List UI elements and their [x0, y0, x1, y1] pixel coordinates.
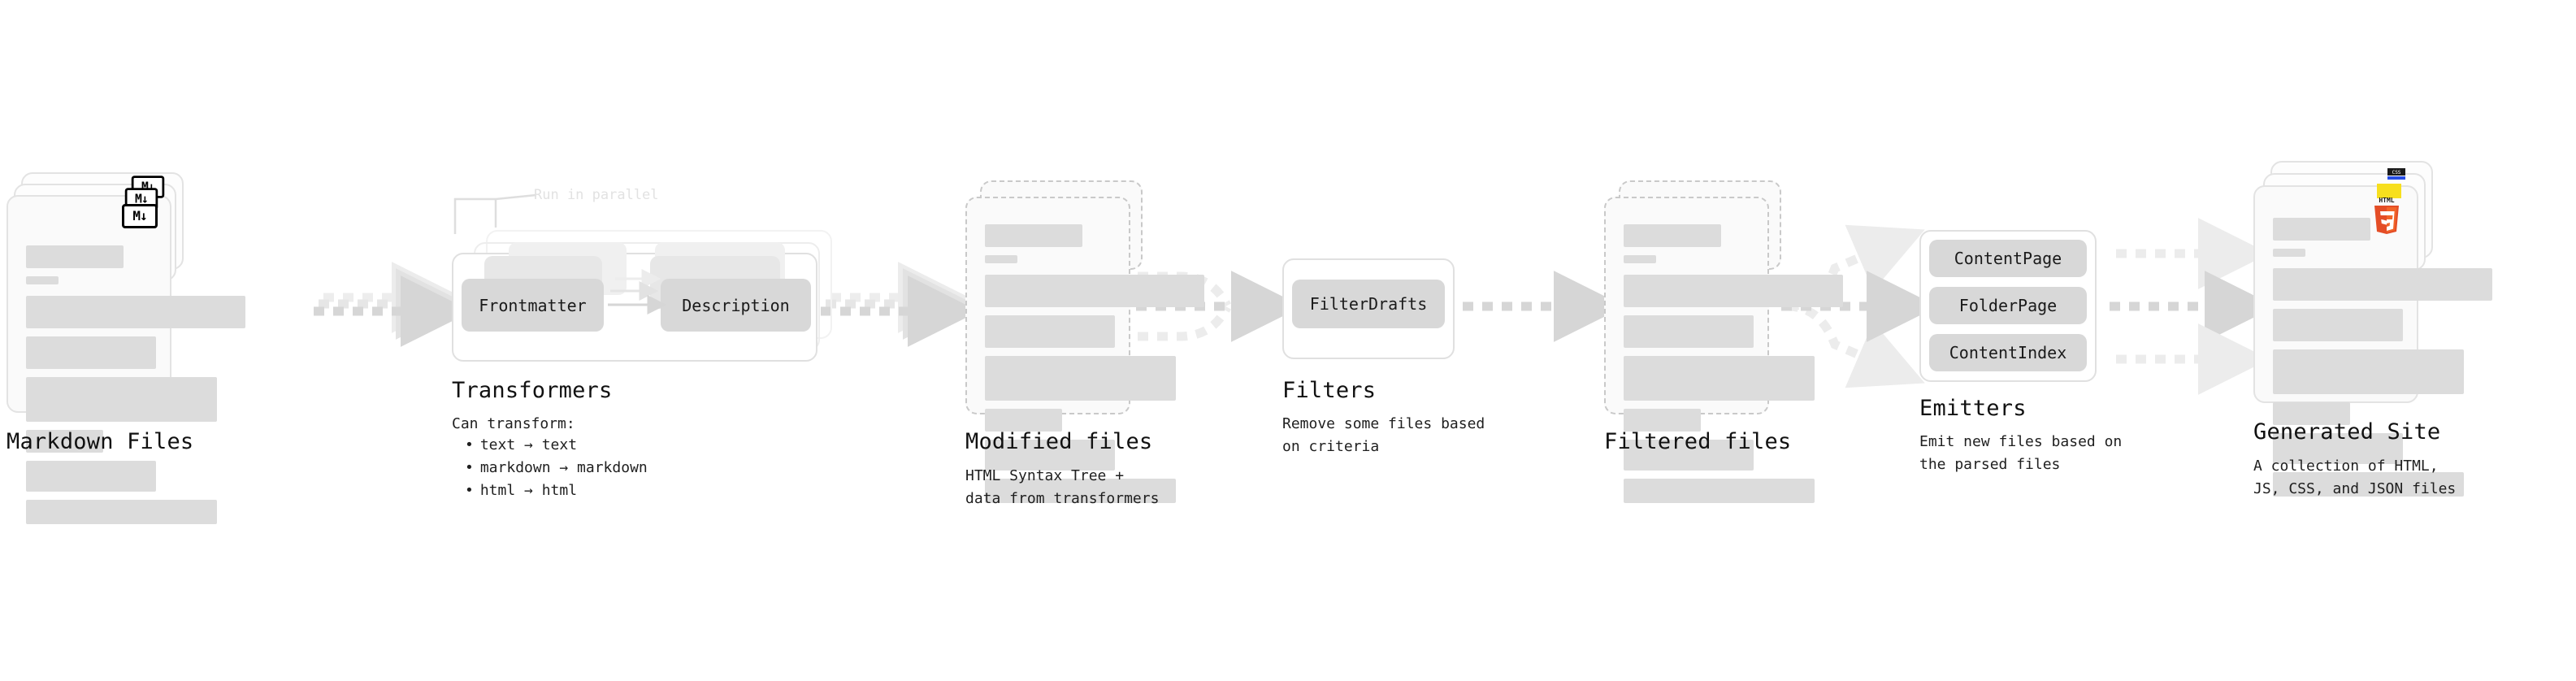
generated-site-title: Generated Site — [2253, 419, 2441, 445]
transformers-bullets: text → text markdown → markdown html → h… — [452, 434, 648, 502]
js-glyph — [2377, 184, 2401, 198]
transformer-bullet-text: text → text — [465, 434, 648, 457]
skeleton-bar — [2273, 249, 2305, 257]
skeleton-bar — [26, 296, 245, 328]
skeleton-bar — [26, 500, 217, 524]
markdown-file-card-front — [7, 195, 245, 524]
markdown-badge-front: M↓ — [122, 204, 158, 228]
arrow-emitters-to-site — [2110, 218, 2276, 395]
markdown-files-title: Markdown Files — [7, 429, 194, 454]
skeleton-bar — [26, 336, 156, 369]
arrow-transformers-to-modified — [821, 262, 979, 347]
modified-file-card-front — [965, 197, 1204, 503]
skeleton-bar — [2273, 433, 2403, 464]
transformers-title: Transformers — [452, 378, 613, 403]
skeleton-bar — [26, 461, 156, 492]
html5-glyph: HTML — [2374, 197, 2399, 234]
skeleton-bar — [985, 255, 1017, 263]
filtered-files-title: Filtered files — [1604, 429, 1792, 454]
run-in-parallel-label: Run in parallel — [534, 187, 659, 203]
skeleton-bar — [985, 409, 1062, 432]
filters-subtitle: Remove some files based on criteria — [1282, 415, 1485, 455]
emitters-subtitle: Emit new files based on the parsed files — [1919, 433, 2123, 473]
skeleton-bar — [2273, 268, 2492, 301]
emitters-chip-contentpage[interactable]: ContentPage — [1929, 240, 2087, 277]
arrow-markdown-to-transformers — [314, 262, 472, 347]
skeleton-bar — [1624, 224, 1721, 247]
skeleton-bar — [1624, 356, 1815, 401]
skeleton-bar — [985, 275, 1204, 307]
skeleton-bar — [2273, 309, 2403, 341]
generated-site-card-front — [2253, 185, 2492, 497]
skeleton-bar — [985, 479, 1176, 503]
skeleton-bar — [2273, 349, 2464, 394]
skeleton-bar — [26, 377, 217, 422]
filtered-file-card-front — [1604, 197, 1843, 503]
svg-text:CSS: CSS — [2392, 170, 2401, 176]
skeleton-bar — [985, 440, 1115, 471]
css3-badge: CSS — [2387, 167, 2405, 183]
skeleton-bar — [26, 276, 59, 284]
markdown-skeleton — [26, 245, 245, 532]
skeleton-bar — [2273, 402, 2350, 425]
emitters-chip-contentindex[interactable]: ContentIndex — [1929, 334, 2087, 371]
skeleton-bar — [2273, 472, 2464, 497]
filters-title: Filters — [1282, 378, 1377, 403]
js-badge — [2377, 184, 2401, 202]
transformer-chip-frontmatter[interactable]: Frontmatter — [462, 279, 604, 332]
modified-files-title: Modified files — [965, 429, 1153, 454]
filters-chip-filterdrafts[interactable]: FilterDrafts — [1292, 280, 1445, 328]
skeleton-bar — [2273, 218, 2370, 241]
generated-site-subtitle: A collection of HTML, JS, CSS, and JSON … — [2253, 458, 2457, 497]
html5-badge: HTML — [2370, 195, 2403, 237]
css3-glyph: CSS — [2387, 168, 2405, 180]
transformer-chip-description[interactable]: Description — [661, 279, 811, 332]
skeleton-bar — [26, 245, 124, 268]
skeleton-bar — [985, 315, 1115, 348]
skeleton-bar — [985, 356, 1176, 401]
skeleton-bar — [1624, 440, 1754, 471]
generated-site-skeleton — [2273, 218, 2492, 505]
svg-text:HTML: HTML — [2379, 197, 2394, 204]
emitters-chip-folderpage[interactable]: FolderPage — [1929, 287, 2087, 324]
modified-skeleton — [985, 224, 1204, 511]
modified-files-subtitle: HTML Syntax Tree + data from transformer… — [965, 467, 1160, 507]
transformers-sub-heading: Can transform: — [452, 415, 575, 432]
run-in-parallel-bracket — [453, 193, 537, 234]
emitters-title: Emitters — [1919, 396, 2027, 421]
skeleton-bar — [1624, 275, 1843, 307]
transformer-bullet-markdown: markdown → markdown — [465, 457, 648, 479]
transformer-bullet-html: html → html — [465, 479, 648, 502]
skeleton-bar — [26, 430, 103, 453]
skeleton-bar — [1624, 315, 1754, 348]
filtered-skeleton — [1624, 224, 1843, 511]
skeleton-bar — [1624, 409, 1701, 432]
skeleton-bar — [1624, 255, 1656, 263]
skeleton-bar — [985, 224, 1082, 247]
skeleton-bar — [1624, 479, 1815, 503]
